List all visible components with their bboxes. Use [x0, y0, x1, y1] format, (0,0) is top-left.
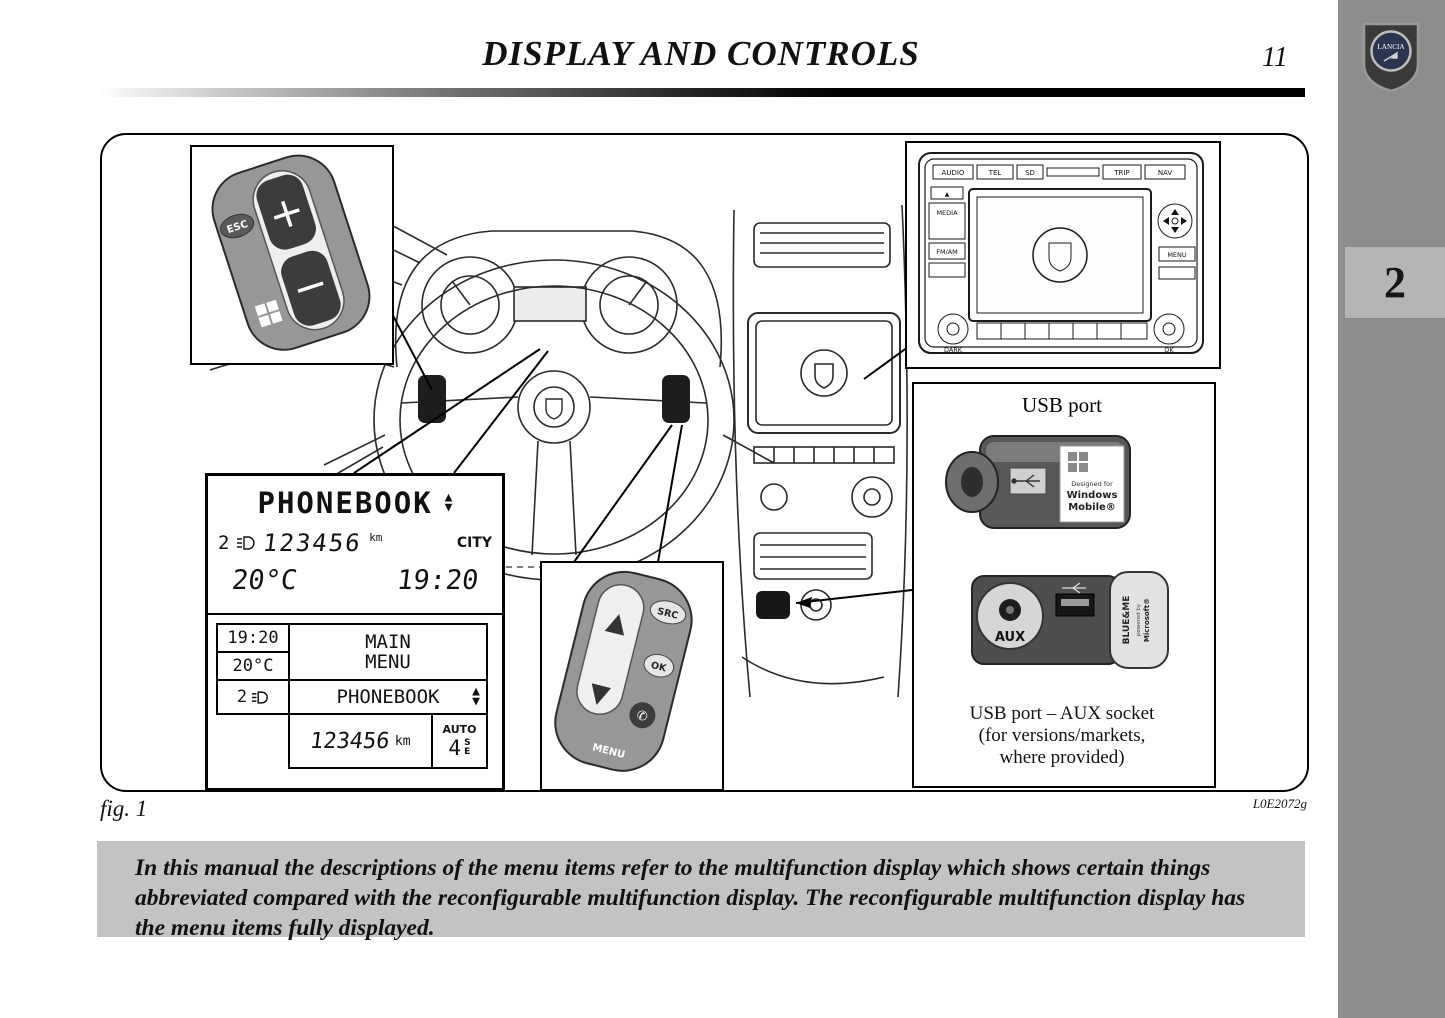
auto-label: AUTO: [442, 722, 477, 736]
section-sidebar: LANCIA 2: [1338, 0, 1445, 1018]
dashboard-sketch: [209, 164, 908, 698]
src-button-label: SRC: [656, 606, 679, 622]
up-arrow-icon: ▲: [472, 684, 480, 699]
wheel-left-controls-drawing: + − ESC: [211, 154, 371, 351]
bottom-display-odometer: 123456 km: [288, 713, 433, 769]
inset-head-unit: AUDIO TEL SD TRIP NAV ▲ MEDIA FM/AM MENU…: [905, 141, 1221, 369]
odometer-value: 123456: [308, 728, 392, 754]
bottom-display-gearbox: AUTO 4 S E: [431, 713, 488, 769]
eject-icon: ▲: [945, 191, 950, 198]
dpad-arrows-icon: [1163, 209, 1187, 233]
header-gradient-rule: [97, 88, 1305, 97]
head-unit-drawing: AUDIO TEL SD TRIP NAV ▲ MEDIA FM/AM MENU…: [918, 152, 1204, 354]
gear-value: 2: [236, 687, 248, 707]
updown-arrows-icon: ▲ ▼: [472, 684, 480, 709]
wheel-left-control-button: [418, 375, 446, 423]
windows-flag-icon: [1068, 452, 1088, 472]
menu-item-label: PHONEBOOK: [336, 686, 440, 708]
bottom-display-menu-title: MAIN MENU: [288, 623, 488, 681]
menu-title-line1: MAIN: [365, 631, 411, 653]
inset-usb-aux-panel: USB port: [912, 382, 1216, 788]
aux-socket-drawing: AUX BLUE&ME powered by Microsoft®: [971, 571, 1169, 669]
dashboard-line-art: [209, 164, 913, 698]
updown-arrows-icon: ▲ ▼: [444, 490, 453, 515]
display-time: 19:20: [394, 565, 480, 596]
usb-port-title: USB port: [1022, 393, 1102, 417]
figure-code: L0E2072g: [1252, 796, 1307, 811]
wheel-right-controls-drawing: ▲ ▼ SRC OK ✆ MENU: [554, 570, 693, 772]
aux-label: AUX: [995, 630, 1025, 645]
leader-arrowhead: [796, 597, 812, 608]
headunit-dark-knob-label: DARK: [944, 346, 963, 354]
callout-leader-lines: [353, 309, 913, 604]
headunit-media-button-label: MEDIA: [936, 209, 958, 217]
inset-wheel-right-controls: ▲ ▼ SRC OK ✆ MENU: [540, 561, 724, 791]
display-temperature: 20°C: [230, 565, 299, 596]
usb-trident-icon-small: [1062, 582, 1086, 594]
headunit-nav-button-label: NAV: [1158, 169, 1173, 177]
figure-label: fig. 1: [100, 796, 148, 821]
display-odometer-unit: km: [369, 531, 383, 544]
headunit-tel-button-label: TEL: [988, 169, 1002, 177]
display-menu-title: PHONEBOOK: [257, 486, 433, 520]
headunit-sd-button-label: SD: [1025, 169, 1035, 177]
inset-wheel-left-controls: + − ESC: [190, 145, 394, 365]
display-mode-city: CITY: [456, 535, 492, 551]
ok-button-label: OK: [650, 660, 668, 675]
headunit-fmam-button-label: FM/AM: [936, 248, 958, 256]
headlight-icon: [237, 536, 256, 550]
usb-aux-caption-line2: (for versions/markets,: [979, 725, 1146, 746]
steering-badge-shield-icon: [545, 398, 563, 420]
volume-up-button: [256, 174, 316, 250]
usb-aux-caption-line1: USB port – AUX socket: [970, 703, 1155, 724]
usb-connector-drawing: Designed for Windows Mobile®: [945, 435, 1131, 529]
display-divider: [208, 613, 502, 615]
usb-aux-drawing: USB port: [945, 393, 1169, 768]
windows-icon: [254, 299, 283, 328]
display-top-screen: PHONEBOOK ▲ ▼ 2 123456 km CITY: [208, 476, 502, 611]
headunit-menu-button-label: MENU: [1167, 251, 1187, 259]
display-odometer: 123456: [261, 529, 364, 557]
steering-wheel-badge: [533, 386, 575, 428]
blue-and-me-label: BLUE&ME: [1122, 596, 1132, 645]
note-box: In this manual the descriptions of the m…: [97, 841, 1305, 941]
designed-for-label: Designed for: [1071, 480, 1113, 488]
display-gear-indicator: 2: [218, 532, 230, 554]
phone-icon: ✆: [635, 707, 649, 724]
bottom-display-temperature: 20°C: [216, 651, 290, 681]
multifunction-display-panel: PHONEBOOK ▲ ▼ 2 123456 km CITY: [205, 473, 505, 791]
windows-label: Windows: [1067, 490, 1118, 501]
lancia-logo-icon: LANCIA: [1362, 22, 1420, 93]
mobile-label: Mobile®: [1068, 502, 1116, 513]
lancia-logo-text: LANCIA: [1377, 43, 1405, 51]
bottom-display-menu-item: PHONEBOOK ▲ ▼: [288, 679, 488, 715]
usb-trident-icon: [1011, 474, 1040, 488]
usb-aux-caption-line3: where provided): [999, 747, 1124, 768]
page-number: 11: [1262, 42, 1288, 73]
bottom-display-gear: 2: [216, 679, 290, 715]
figure-1-frame: + − ESC: [100, 133, 1309, 792]
lancia-logo: LANCIA: [1359, 20, 1423, 94]
display-bottom-screen: 19:20 20°C 2 MAIN MENU PHONEBOOK ▲: [216, 623, 488, 769]
mode-e: E: [464, 746, 471, 757]
headlight-icon: [252, 690, 268, 704]
headunit-trip-button-label: TRIP: [1113, 169, 1129, 177]
page-title: DISPLAY AND CONTROLS: [482, 34, 920, 73]
down-arrow-icon: ▼: [472, 694, 480, 709]
menu-title-line2: MENU: [365, 651, 411, 673]
odometer-unit: km: [394, 733, 411, 749]
section-number-tab: 2: [1345, 247, 1445, 318]
powered-by-label: powered by: [1136, 603, 1142, 636]
up-arrow-icon: ▲: [444, 490, 453, 505]
microsoft-label: Microsoft®: [1143, 598, 1151, 642]
headunit-audio-button-label: AUDIO: [942, 169, 965, 177]
headunit-ok-knob-label: OK: [1164, 346, 1174, 354]
gear-number: 4: [448, 735, 462, 760]
wheel-right-control-button: [662, 375, 690, 423]
volume-down-button: [281, 250, 341, 326]
mode-s: S: [464, 737, 471, 748]
bottom-display-time: 19:20: [216, 623, 290, 653]
aux-socket-location: [756, 591, 790, 619]
down-arrow-icon: ▼: [444, 500, 453, 515]
